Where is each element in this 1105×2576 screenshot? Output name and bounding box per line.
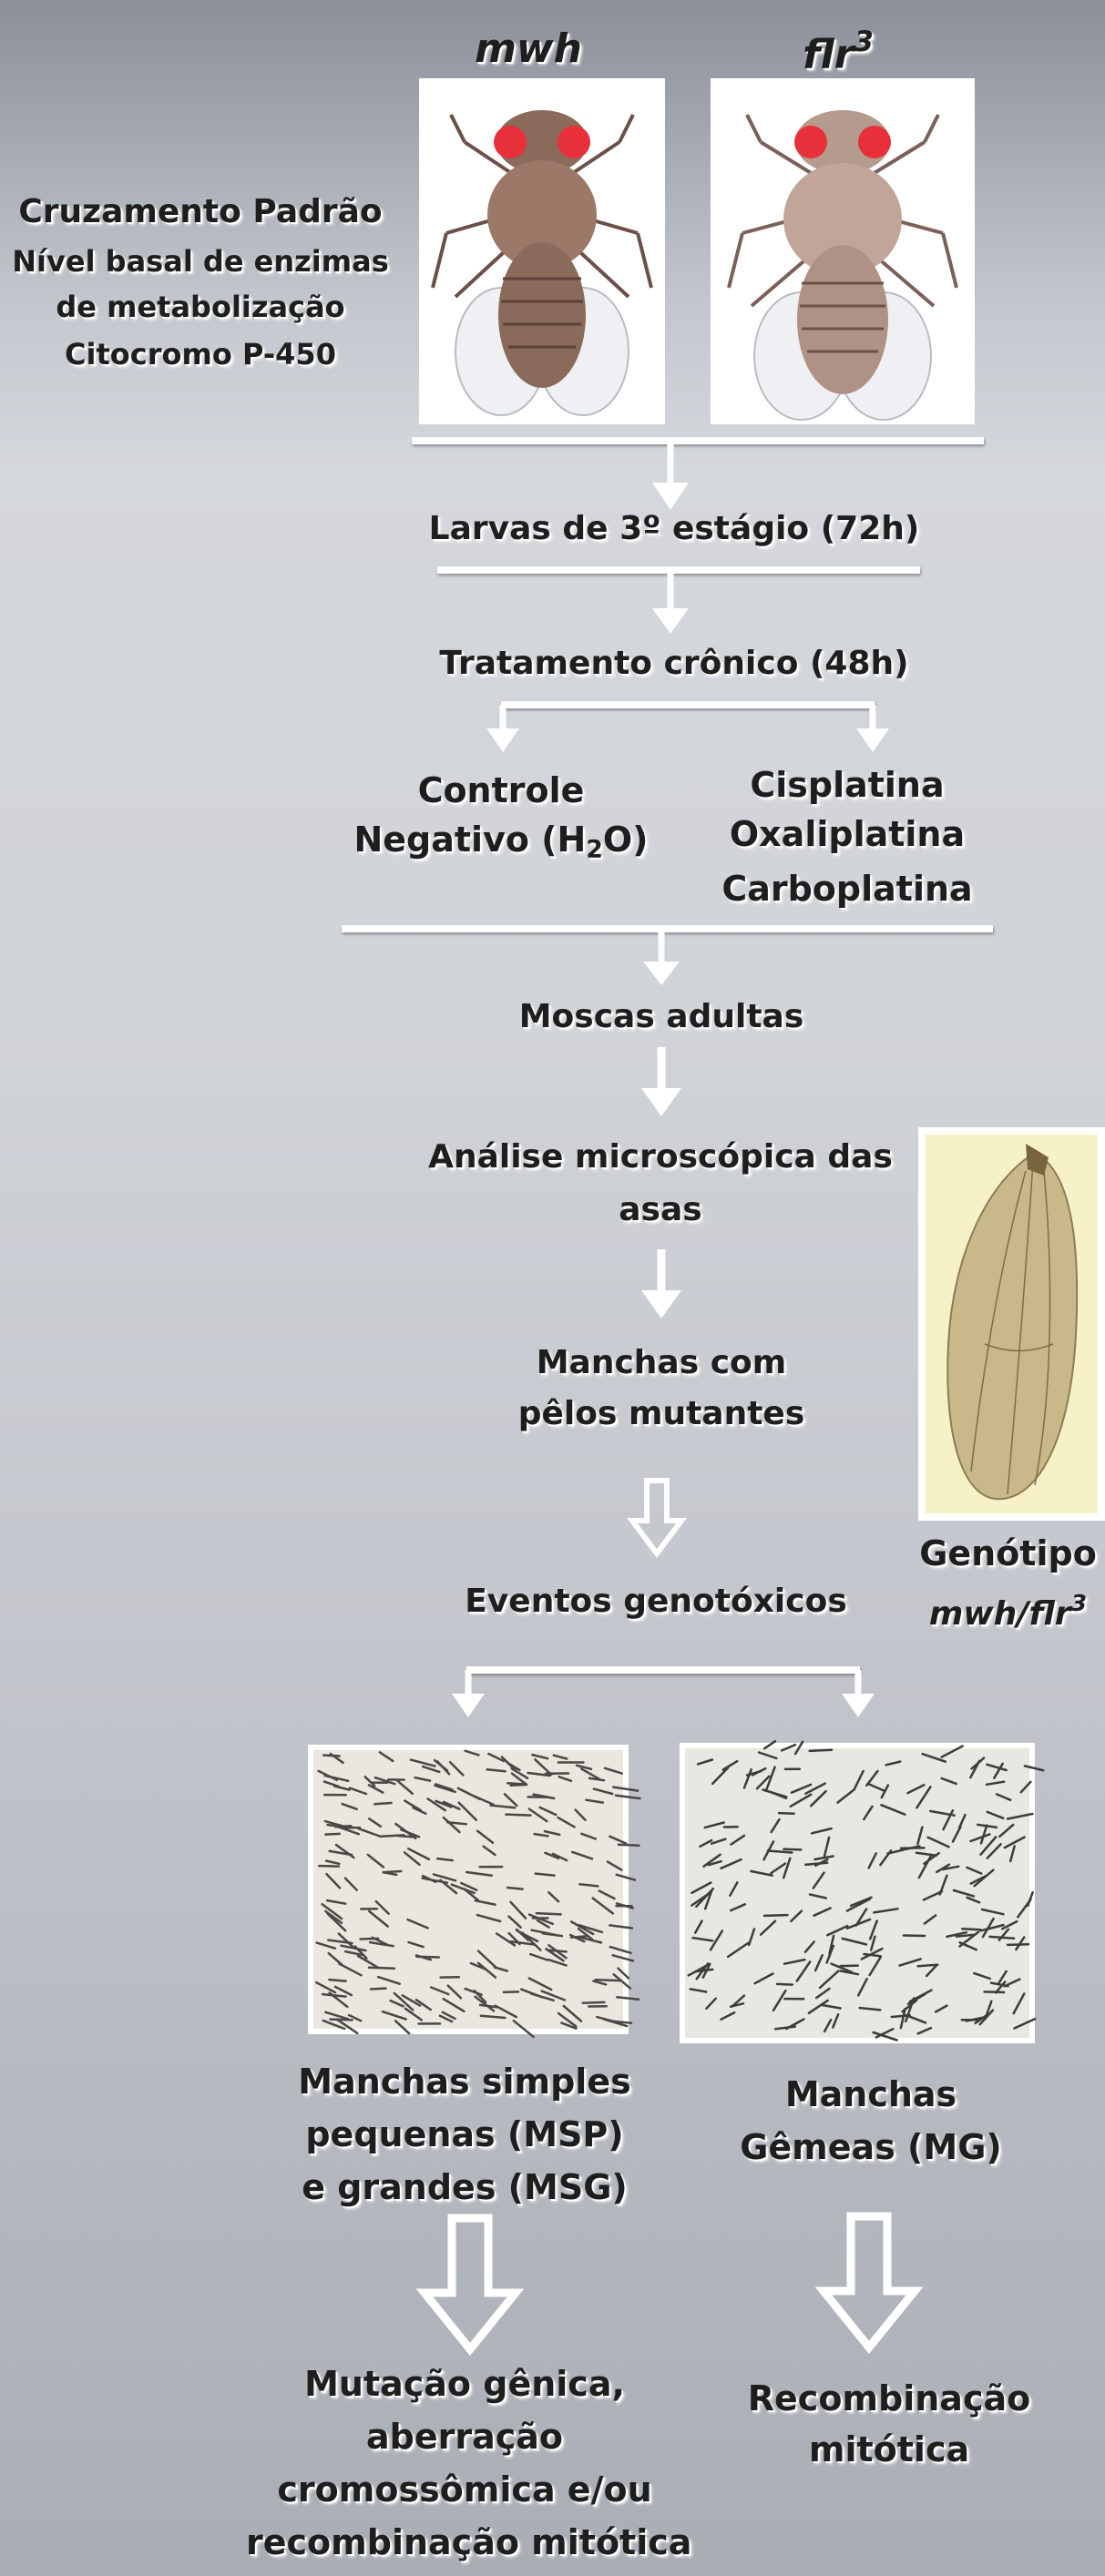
adults-label: Moscas adultas [434, 998, 889, 1035]
twin-spots-line2: Gêmeas (MG) [689, 2127, 1053, 2167]
hollow-arrow-down-icon [625, 1477, 689, 1559]
hollow-arrow-down-icon [415, 2213, 525, 2358]
analysis-line2: asas [401, 1191, 920, 1228]
genotype-value-sup: 3 [1071, 1590, 1088, 1616]
control-water-post: O) [603, 820, 649, 860]
wing-hair [777, 1984, 793, 1985]
result-left-line4: recombinação mitótica [246, 2522, 683, 2562]
arrow-down-icon [835, 1670, 881, 1721]
wing-hair [779, 1813, 794, 1814]
wing-hair [381, 1835, 404, 1836]
result-left-line3: cromossômica e/ou [246, 2469, 683, 2510]
wing-hair [507, 1888, 523, 1889]
wing-hair [329, 1980, 345, 1981]
single-spots-line2: pequenas (MSP) [273, 2114, 656, 2154]
parent-label-mwh: mwh [419, 25, 638, 72]
wing-hair [783, 1849, 801, 1850]
parent-label-flr3: flr3 [711, 25, 966, 77]
wing-hair [985, 1991, 1005, 1992]
control-line2: Negativo (H2O) [346, 820, 656, 864]
result-right-line2: mitótica [707, 2429, 1071, 2469]
treatment-label: Tratamento crônico (48h) [401, 645, 947, 682]
single-spots-line1: Manchas simples [273, 2062, 656, 2102]
wing-hair [371, 1989, 385, 1990]
drug-oxaliplatina: Oxaliplatina [711, 814, 984, 854]
twin-spots-line1: Manchas [689, 2074, 1053, 2114]
cross-line-metabolization: de metabolização [0, 290, 401, 324]
wing-hair [537, 1913, 561, 1914]
treatment-split-bar [501, 701, 875, 708]
wing-hair [619, 1845, 639, 1846]
analysis-line1: Análise microscópica das [401, 1138, 920, 1176]
wing-hair [331, 2020, 353, 2021]
fly-mwh-drawing [419, 78, 665, 424]
genotype-value-text: mwh/flr [929, 1595, 1071, 1633]
fly-flr3-drawing [711, 78, 975, 424]
result-left-line1: Mutação gênica, [246, 2364, 683, 2404]
spots-line2: pêlos mutantes [434, 1395, 889, 1432]
wing-hair [504, 1991, 518, 1992]
wing-hair [374, 1803, 391, 1804]
wing-photo [918, 1127, 1105, 1521]
single-spot-hairs [313, 1750, 623, 2029]
larvae-label: Larvas de 3º estágio (72h) [401, 510, 947, 547]
arrow-down-icon [634, 1249, 689, 1322]
parent-label-flr-sup: 3 [854, 25, 873, 58]
twin-spot-hairs [685, 1748, 1029, 2038]
twin-spot-photo [680, 1743, 1035, 2043]
arrow-down-icon [643, 444, 698, 513]
arrow-down-icon [643, 574, 698, 637]
control-water-pre: Negativo (H [353, 820, 586, 860]
wing-hair [841, 1966, 858, 1967]
genotype-value: mwh/flr3 [911, 1590, 1105, 1633]
control-water-sub: 2 [586, 836, 603, 864]
drug-cisplatina: Cisplatina [711, 765, 984, 805]
events-split-bar [466, 1666, 860, 1674]
wing-hair [764, 1915, 788, 1916]
fly-photo-flr3 [711, 78, 975, 424]
result-right-line1: Recombinação [707, 2378, 1071, 2418]
single-spot-photo [308, 1745, 629, 2034]
parent-label-flr-text: flr [803, 31, 854, 77]
arrow-down-icon [445, 1670, 491, 1721]
wing-hair [904, 1936, 925, 1937]
arrow-down-icon [634, 1047, 689, 1120]
single-spots-line3: e grandes (MSG) [273, 2167, 656, 2207]
arrow-down-icon [850, 705, 895, 756]
larvae-bar [437, 566, 920, 574]
cross-bar [412, 437, 984, 444]
result-left-line2: aberração [246, 2417, 683, 2457]
drug-carboplatina: Carboplatina [711, 869, 984, 909]
cross-line-basal-level: Nível basal de enzimas [0, 244, 401, 279]
wing-hair [810, 1750, 832, 1751]
wing-hair [319, 1866, 339, 1867]
wing-hair [506, 1815, 530, 1816]
wing-drawing [926, 1135, 1098, 1513]
cross-title: Cruzamento Padrão [0, 193, 401, 230]
wing-hair [325, 1834, 339, 1835]
fly-photo-mwh [419, 78, 665, 424]
events-label: Eventos genotóxicos [401, 1583, 911, 1620]
genotype-title: Genótipo [911, 1533, 1105, 1573]
wing-hair [369, 1968, 394, 1969]
wing-hair [764, 1741, 775, 1748]
cross-line-cytochrome: Citocromo P-450 [0, 337, 401, 372]
arrow-down-icon [480, 705, 526, 756]
wing-hair [583, 2002, 605, 2003]
arrow-down-icon [634, 931, 689, 990]
spots-line1: Manchas com [434, 1344, 889, 1381]
wing-hair [511, 1785, 526, 1786]
control-line1: Controle [346, 770, 656, 810]
hollow-arrow-down-icon [814, 2211, 924, 2357]
